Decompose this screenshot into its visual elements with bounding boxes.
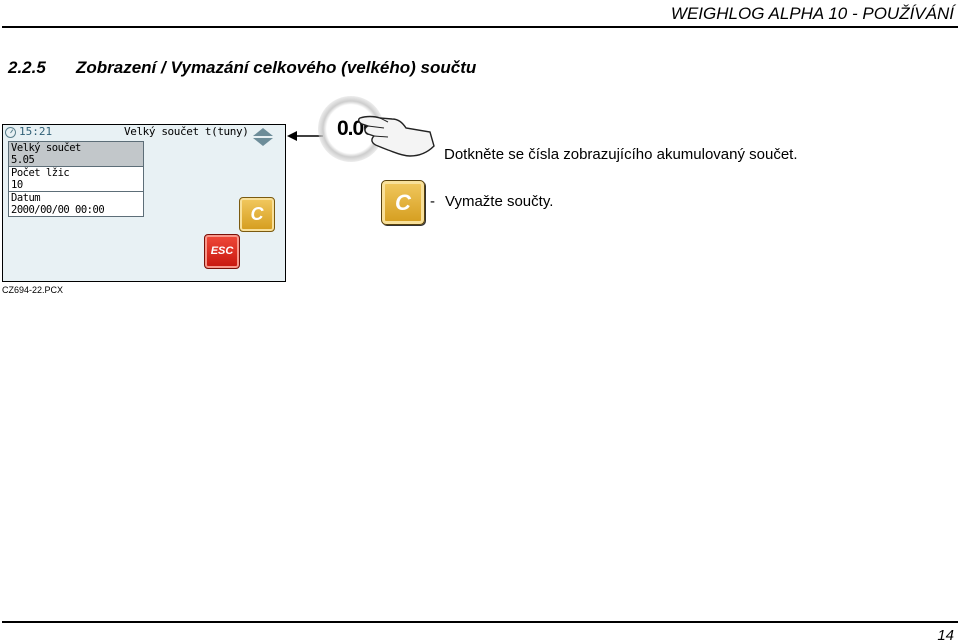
item-value: 2000/00/00 00:00: [11, 204, 105, 216]
esc-button-label: ESC: [210, 245, 234, 257]
item-value: 10: [11, 179, 23, 191]
item-value: 5.05: [11, 154, 35, 166]
device-screen: 15:21 Velký součet t(tuny) Velký součet …: [2, 124, 286, 282]
section-heading: 2.2.5 Zobrazení / Vymazání celkového (vel…: [8, 58, 476, 78]
scroll-arrows-icon[interactable]: [251, 128, 275, 146]
image-reference: CZ694-22.PCX: [2, 285, 64, 295]
section-title: Zobrazení / Vymazání celkového (velkého)…: [76, 58, 477, 77]
info-list: Velký součet 5.05 Počet lžic 10 Datum 20…: [8, 141, 144, 217]
touch-illustration: 0.00: [318, 96, 438, 166]
clear-key-illustration[interactable]: C: [381, 180, 425, 225]
item-label: Počet lžic: [11, 167, 70, 179]
clear-key-label: C: [395, 190, 411, 215]
screen-time: 15:21: [19, 125, 53, 138]
clear-button[interactable]: C: [239, 197, 275, 232]
item-label: Velký součet: [11, 142, 81, 154]
clock-icon: [5, 127, 16, 138]
list-item-bucket-count[interactable]: Počet lžic 10: [9, 167, 143, 192]
header-rule: [2, 26, 958, 28]
esc-button[interactable]: ESC: [204, 234, 240, 269]
hand-pointer-icon: [358, 115, 435, 157]
screen-topbar: 15:21 Velký součet t(tuny): [3, 125, 285, 141]
header-title: WEIGHLOG ALPHA 10 - POUŽÍVÁNÍ: [670, 4, 954, 23]
list-item-date[interactable]: Datum 2000/00/00 00:00: [9, 192, 143, 216]
footer-rule: [2, 621, 958, 623]
item-label: Datum: [11, 192, 41, 204]
page-number: 14: [937, 627, 954, 644]
list-item-grand-total[interactable]: Velký součet 5.05: [9, 142, 143, 167]
step-dash: -: [430, 193, 435, 210]
section-number: 2.2.5: [8, 58, 46, 77]
screen-mode-title: Velký součet t(tuny): [124, 125, 249, 138]
clear-button-label: C: [250, 204, 264, 224]
clear-instruction: Vymažte součty.: [445, 193, 554, 210]
touch-instruction: Dotkněte se čísla zobrazujícího akumulov…: [444, 146, 798, 163]
